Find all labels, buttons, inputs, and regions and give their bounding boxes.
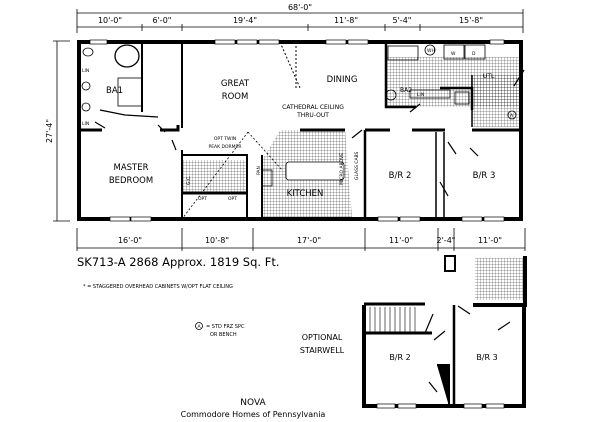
toilet-icon bbox=[82, 47, 94, 57]
bottom-dim-2: 10'-8" bbox=[205, 236, 229, 245]
optional-br2: B/R 2 bbox=[389, 353, 410, 362]
overall-width-label: 68'-0" bbox=[288, 3, 312, 12]
cathedral-label-1: CATHEDRAL CEILING bbox=[282, 104, 344, 111]
lin-bath2-label: LIN bbox=[82, 121, 89, 127]
room-great-room-line2: ROOM bbox=[222, 92, 249, 102]
room-utl: UTL bbox=[483, 73, 495, 80]
optional-br3: B/R 3 bbox=[476, 353, 497, 362]
top-dim-5: 5'-4" bbox=[393, 16, 412, 25]
water-heater-label: WH bbox=[427, 48, 435, 54]
room-ba1: BA1 bbox=[106, 86, 123, 96]
dryer-label: D bbox=[472, 51, 476, 57]
top-dim-3: 19'-4" bbox=[233, 16, 257, 25]
micro-label: MICRO ABOVE bbox=[339, 153, 345, 185]
bottom-dim-1: 16'-0" bbox=[118, 236, 142, 245]
room-master-line1: MASTER bbox=[113, 163, 148, 173]
top-dim-4: 11'-8" bbox=[334, 16, 358, 25]
model-name: NOVA bbox=[240, 398, 266, 408]
annotations: CATHEDRAL CEILING THRU-OUT OPT TWIN PEAK… bbox=[82, 48, 514, 202]
bottom-dim-5: 2'-4" bbox=[437, 236, 456, 245]
room-dining: DINING bbox=[327, 75, 358, 85]
water-heater-icon bbox=[424, 44, 436, 56]
lin-label: LIN bbox=[417, 92, 424, 98]
bottom-dim-3: 17'-0" bbox=[297, 236, 321, 245]
washer-label: W bbox=[451, 51, 456, 57]
glass-cabs-label: GLASS CABS bbox=[354, 151, 360, 180]
room-great-room-line1: GREAT bbox=[221, 79, 250, 89]
interior-walls bbox=[79, 41, 525, 220]
room-labels: BA1 GREAT ROOM DINING BA2 UTL MASTER BED… bbox=[106, 73, 495, 199]
legend-marker: A bbox=[198, 324, 202, 330]
room-master-line2: BEDROOM bbox=[109, 176, 153, 186]
overall-dimension: 68'-0" bbox=[76, 2, 524, 33]
optional-label-1: OPTIONAL bbox=[302, 333, 343, 342]
optional-label-2: STAIRWELL bbox=[300, 346, 345, 355]
fixtures bbox=[81, 44, 517, 187]
opt-label-a: OPT bbox=[198, 196, 207, 202]
kitchen-island bbox=[285, 161, 345, 181]
room-br2: B/R 2 bbox=[389, 171, 412, 181]
cabinet-note: * = STAGGERED OVERHEAD CABINETS W/OPT FL… bbox=[83, 284, 233, 290]
freezer-space-marker bbox=[507, 110, 517, 120]
opt-label-b: OPT bbox=[228, 196, 237, 202]
legend-marker-circle bbox=[195, 322, 203, 330]
top-dim-1: 10'-0" bbox=[98, 16, 122, 25]
depth-dimension: 27'-4" bbox=[45, 40, 70, 222]
dormer-label-1: OPT TWIN bbox=[214, 136, 236, 142]
cathedral-label-2: THRU-OUT bbox=[296, 112, 329, 119]
depth-label: 27'-4" bbox=[45, 119, 54, 143]
legend-line2: OR BENCH bbox=[210, 332, 237, 338]
tub-icon bbox=[387, 45, 419, 61]
a-marker-label: A bbox=[510, 113, 514, 119]
plan-title: SK713-A 2868 Approx. 1819 Sq. Ft. bbox=[77, 255, 280, 269]
bottom-dim-6: 11'-0" bbox=[478, 236, 502, 245]
room-ba2: BA2 bbox=[400, 87, 412, 94]
sink-icon bbox=[81, 81, 91, 91]
sink-icon bbox=[81, 102, 91, 112]
bottom-dim-4: 11'-0" bbox=[389, 236, 413, 245]
lin-bath-label: LIN bbox=[82, 68, 89, 74]
shower-icon bbox=[117, 77, 143, 107]
windows bbox=[89, 39, 505, 222]
optional-stairwell-plan: B/R 2 B/R 3 bbox=[362, 255, 527, 409]
pantry-label: PAN bbox=[256, 166, 262, 175]
top-dimensions: 10'-0" 6'-0" 19'-4" 11'-8" 5'-4" 15'-8" bbox=[77, 16, 523, 31]
tub-icon bbox=[114, 44, 140, 68]
dryer-icon bbox=[464, 44, 486, 60]
top-dim-2: 6'-0" bbox=[153, 16, 172, 25]
top-dim-6: 15'-8" bbox=[459, 16, 483, 25]
room-br3: B/R 3 bbox=[473, 171, 496, 181]
bottom-dimensions: 16'-0" 10'-8" 17'-0" 11'-0" 2'-4" 11'-0" bbox=[76, 228, 526, 251]
sink-icon bbox=[385, 89, 397, 101]
washer-icon bbox=[443, 44, 465, 60]
gc-label: G.C. bbox=[186, 176, 192, 186]
builder-name: Commodore Homes of Pennsylvania bbox=[181, 410, 326, 419]
dormer-label-2: PEAK DORMER bbox=[208, 144, 241, 150]
room-kitchen: KITCHEN bbox=[287, 189, 324, 199]
legend-line1: = STD FRZ SPC bbox=[206, 324, 245, 330]
